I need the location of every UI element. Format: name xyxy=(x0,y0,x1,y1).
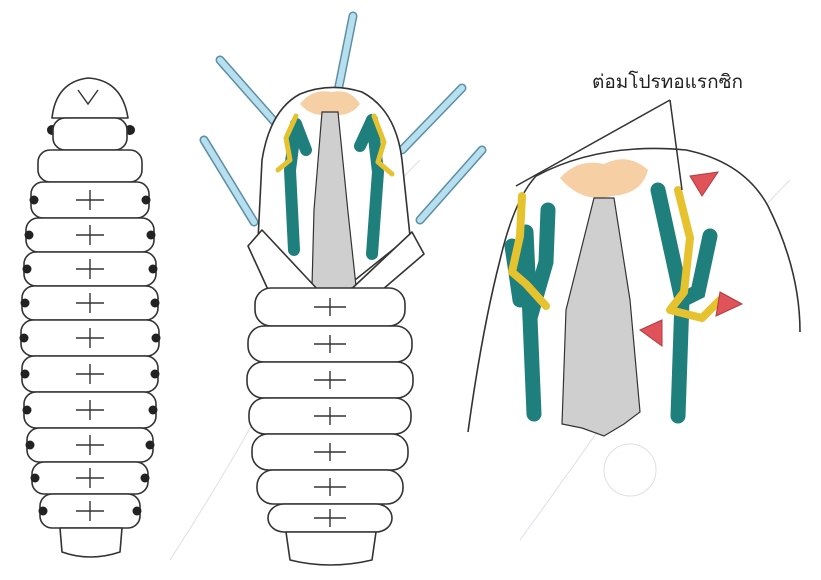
spiracle xyxy=(39,507,48,516)
body-segments xyxy=(247,288,413,532)
trachea-left xyxy=(290,124,296,250)
spiracle xyxy=(133,507,142,516)
spiracle xyxy=(151,299,160,308)
spiracle xyxy=(20,334,29,343)
body-segment xyxy=(38,150,142,182)
spiracle xyxy=(26,441,35,450)
magnified-anterior: ต่อมโปรทอแรกซิก xyxy=(468,70,800,436)
whole-larva xyxy=(20,78,161,557)
dissected-larva xyxy=(204,16,482,565)
pin xyxy=(337,16,353,96)
spiracle xyxy=(149,406,158,415)
annotation-label: ต่อมโปรทอแรกซิก xyxy=(592,70,743,93)
spiracle xyxy=(23,265,32,274)
pin xyxy=(420,150,482,220)
pin xyxy=(402,88,462,150)
spiracle xyxy=(146,441,155,450)
spiracle xyxy=(151,370,160,379)
spiracle xyxy=(21,299,30,308)
spiracle xyxy=(141,474,150,483)
spiracle xyxy=(25,231,34,240)
body-segments xyxy=(20,118,161,528)
pin xyxy=(204,140,254,222)
spiracle xyxy=(23,406,32,415)
spiracle xyxy=(142,196,151,205)
body-segment xyxy=(53,118,127,150)
larva-tail xyxy=(286,532,376,565)
spiracle xyxy=(147,231,156,240)
trachea-right xyxy=(372,120,378,254)
spiracle xyxy=(30,196,39,205)
spiracle xyxy=(31,474,40,483)
spiracle xyxy=(149,265,158,274)
spiracle xyxy=(21,370,30,379)
pin xyxy=(220,60,280,128)
larva-tail xyxy=(60,528,122,557)
larva-head xyxy=(52,78,128,118)
spiracle xyxy=(152,334,161,343)
